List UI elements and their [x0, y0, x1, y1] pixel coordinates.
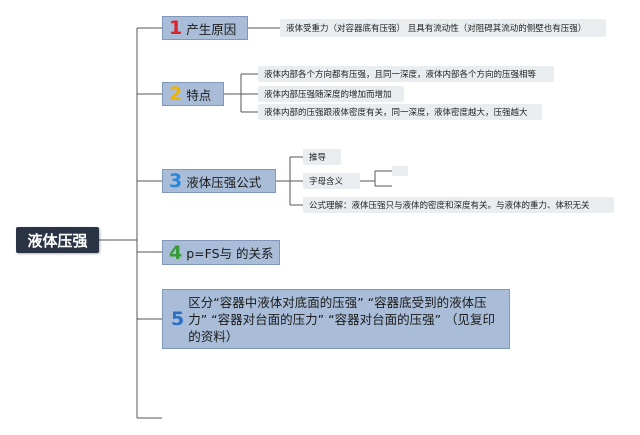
- branch-2-number: 2: [169, 83, 183, 105]
- branch-3-leaf-derivation[interactable]: 推导: [303, 149, 341, 165]
- branch-5-node[interactable]: 5 区分“容器中液体对底面的压强” “容器底受到的液体压力” “容器对台面的压力…: [162, 289, 510, 349]
- branch-5-number: 5: [171, 308, 185, 330]
- branch-1-node[interactable]: 1 产生原因: [162, 16, 248, 40]
- branch-1-leaf-1[interactable]: 液体受重力（对容器底有压强） 且具有流动性（对阻碍其流动的侧壁也有压强）: [280, 19, 606, 37]
- branch-4-label: p=FS与 的关系: [186, 246, 274, 261]
- branch-3-leaf-understanding[interactable]: 公式理解：液体压强只与液体的密度和深度有关。与液体的重力、体积无关: [303, 197, 614, 213]
- branch-1-number: 1: [169, 17, 183, 39]
- branch-3-leaf-symbols[interactable]: 字母含义: [303, 173, 360, 189]
- branch-3-node[interactable]: 3 液体压强公式: [162, 169, 276, 193]
- branch-2-leaf-1[interactable]: 液体内部各个方向都有压强，且同一深度，液体内部各个方向的压强相等: [258, 66, 554, 82]
- root-label: 液体压强: [27, 231, 88, 250]
- branch-1-label: 产生原因: [186, 21, 237, 37]
- branch-4-node[interactable]: 4 p=FS与 的关系: [162, 240, 280, 265]
- branch-3-number: 3: [169, 170, 183, 192]
- branch-4-number: 4: [169, 241, 183, 264]
- branch-2-leaf-2[interactable]: 液体内部压强随深度的增加而增加: [258, 86, 404, 102]
- branch-5-label: 区分“容器中液体对底面的压强” “容器底受到的液体压力” “容器对台面的压力” …: [188, 294, 496, 344]
- branch-2-node[interactable]: 2 特点: [162, 82, 224, 106]
- branch-2-leaf-3[interactable]: 液体内部的压强跟液体密度有关，同一深度，液体密度越大，压强越大: [258, 104, 542, 120]
- branch-2-label: 特点: [186, 87, 212, 103]
- root-node[interactable]: 液体压强: [16, 227, 99, 253]
- empty-subnode: [392, 166, 408, 176]
- branch-3-label: 液体压强公式: [186, 174, 262, 190]
